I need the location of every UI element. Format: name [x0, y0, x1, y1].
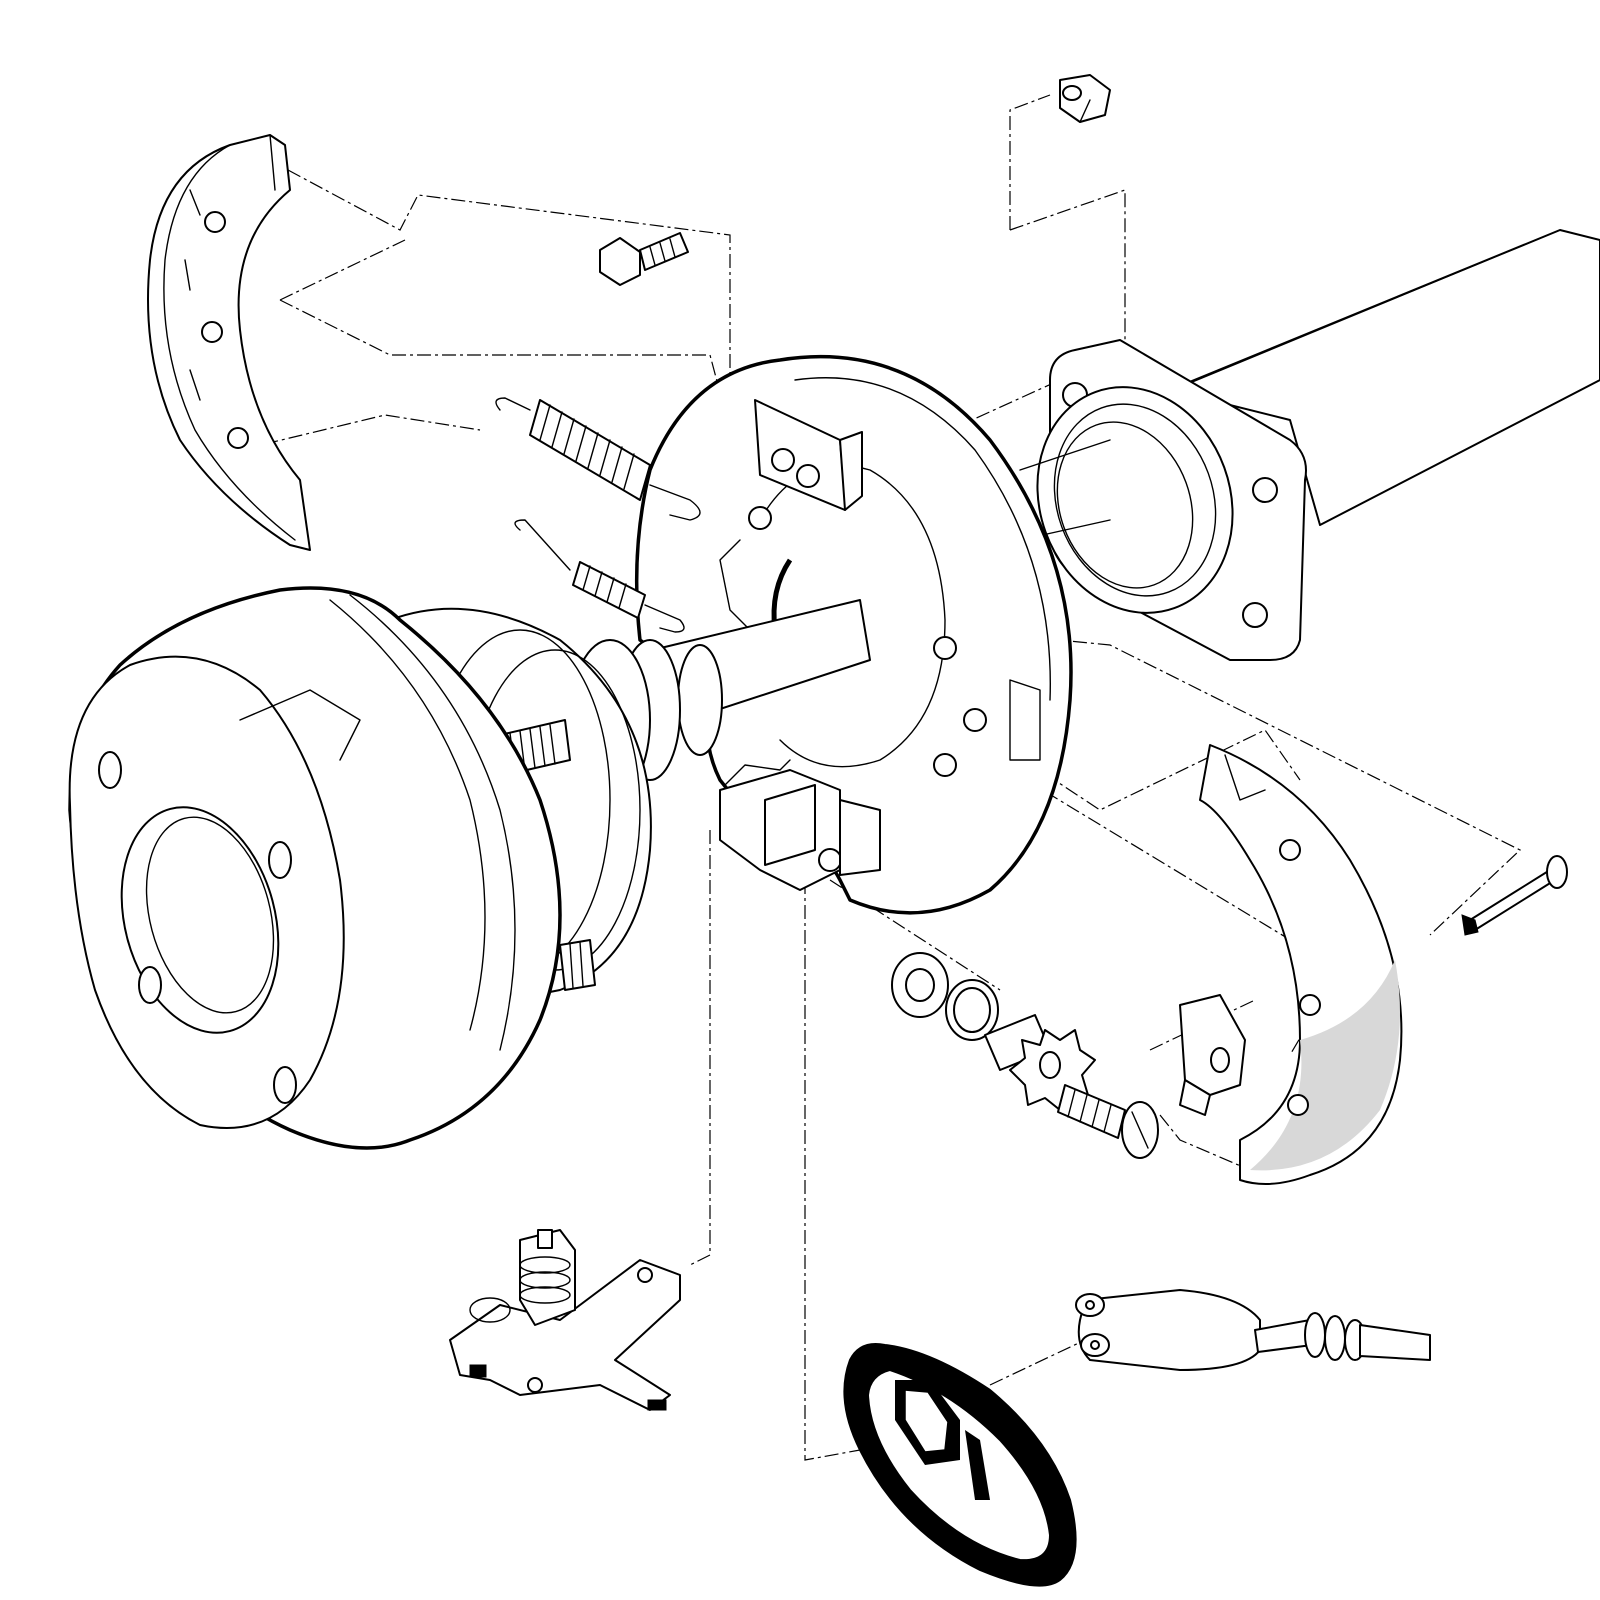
axle-tube	[1169, 229, 1600, 526]
brake-drum	[68, 586, 562, 1150]
hex-nut	[1059, 74, 1111, 123]
brake-shoe-upper	[147, 134, 311, 551]
rubber-boot	[843, 1343, 1077, 1587]
adjuster-screw	[1057, 1084, 1159, 1159]
brake-shoe-lower	[1199, 744, 1403, 1185]
actuator-lever-assembly	[449, 1229, 681, 1411]
washer-1	[891, 952, 949, 1018]
wheel-stud-lower	[559, 939, 596, 991]
brake-cable-clevis	[1075, 1289, 1431, 1371]
clevis-pin	[1461, 855, 1568, 936]
anchor-block	[754, 399, 863, 511]
shoe-retainer-clip	[1179, 994, 1246, 1116]
return-spring-upper	[495, 397, 701, 521]
adjuster-housing	[719, 759, 881, 891]
flange-bolt	[599, 232, 689, 286]
return-spring-lower	[514, 519, 685, 633]
washer-2	[945, 979, 999, 1041]
axle-housing-flange	[1019, 339, 1307, 661]
